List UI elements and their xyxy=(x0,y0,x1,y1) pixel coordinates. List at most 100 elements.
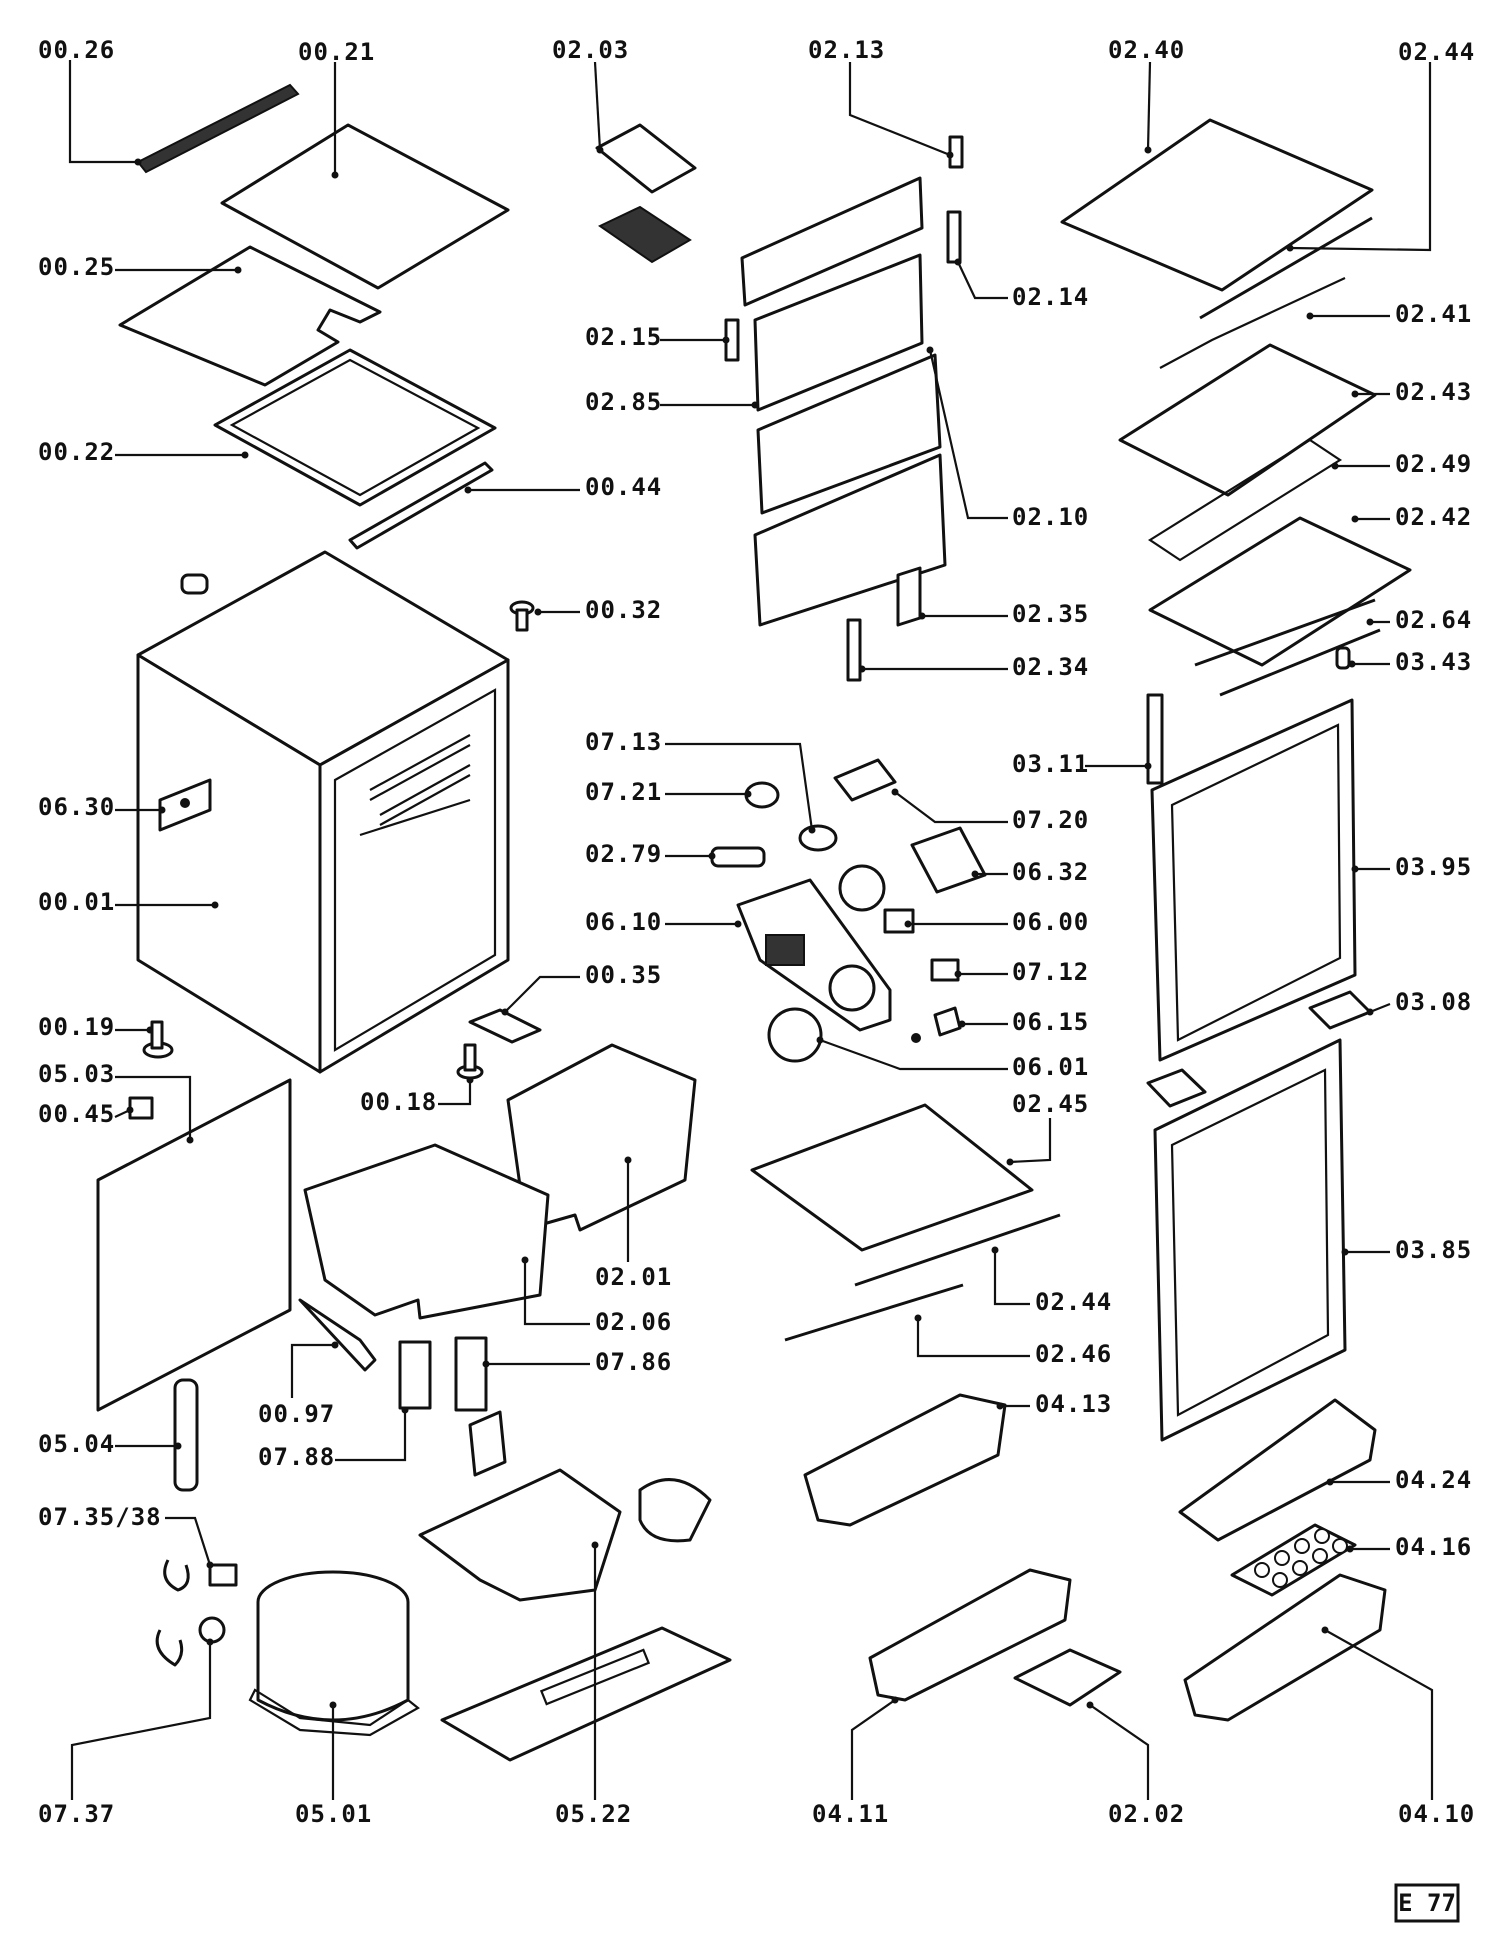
part-label-07-88: 07.88 xyxy=(258,1443,335,1471)
clip xyxy=(933,1006,962,1037)
leader-02-02 xyxy=(1089,1704,1150,1800)
lower-hinge-plate xyxy=(1146,1068,1207,1108)
leader-dot xyxy=(904,920,912,928)
leader-dot xyxy=(1144,762,1152,770)
part-label-05-03: 05.03 xyxy=(38,1060,115,1088)
leveling-foot-b xyxy=(142,1020,174,1059)
clip-a xyxy=(163,1559,190,1592)
lamp-cover xyxy=(710,846,766,868)
leveling-foot-a xyxy=(456,1043,484,1080)
leader-dot xyxy=(482,1360,490,1368)
part-label-00-19: 00.19 xyxy=(38,1013,115,1041)
glass-shelf-mid xyxy=(1118,343,1377,497)
part-label-07-13: 07.13 xyxy=(585,728,662,756)
leader-dot xyxy=(234,266,242,274)
part-label-00-18: 00.18 xyxy=(360,1088,437,1116)
leader-dot xyxy=(914,1314,922,1322)
mounting-plate xyxy=(910,826,987,894)
part-label-04-24: 04.24 xyxy=(1395,1466,1472,1494)
thermostat-bracket xyxy=(833,758,897,802)
diagram-code-badge: E 77 xyxy=(1394,1883,1460,1923)
shelf-trim-2 xyxy=(1194,598,1376,667)
leader-dot xyxy=(1351,515,1359,523)
door-shelf-top xyxy=(1178,1398,1377,1542)
egg-tray-cups xyxy=(1254,1528,1348,1588)
leader-dot xyxy=(954,258,962,266)
leader-dot xyxy=(946,151,954,159)
leader-07-35-38 xyxy=(165,1516,212,1566)
control-knob-a xyxy=(828,964,876,1012)
part-label-02-03: 02.03 xyxy=(552,36,629,64)
leader-dot xyxy=(331,1341,339,1349)
base-plate xyxy=(440,1626,732,1762)
leader-07-13 xyxy=(665,742,814,831)
leader-dot xyxy=(858,665,866,673)
leader-02-46 xyxy=(916,1318,1030,1358)
leader-dot xyxy=(206,1638,214,1646)
relay-box-b xyxy=(454,1336,488,1412)
leader-02-06 xyxy=(523,1260,590,1326)
part-label-03-11: 03.11 xyxy=(1012,750,1089,778)
part-label-00-35: 00.35 xyxy=(585,961,662,989)
grommet xyxy=(198,1616,226,1644)
part-label-06-30: 06.30 xyxy=(38,793,115,821)
leader-dot xyxy=(744,790,752,798)
glass-shelf-bottom xyxy=(750,1103,1034,1252)
door-bin-lower xyxy=(1183,1573,1387,1722)
part-label-02-46: 02.46 xyxy=(1035,1340,1112,1368)
filter-drier xyxy=(173,1378,199,1492)
leader-dot xyxy=(591,1541,599,1549)
lamp-holder xyxy=(798,824,838,852)
part-label-06-01: 06.01 xyxy=(1012,1053,1089,1081)
part-label-02-45: 02.45 xyxy=(1012,1090,1089,1118)
leader-02-40 xyxy=(1146,61,1152,151)
part-label-03-43: 03.43 xyxy=(1395,648,1472,676)
part-label-02-64: 02.64 xyxy=(1395,606,1472,634)
screw xyxy=(509,600,535,632)
part-label-00-97: 00.97 xyxy=(258,1400,335,1428)
door-hinge-bar xyxy=(1146,693,1164,785)
part-label-02-43: 02.43 xyxy=(1395,378,1472,406)
shelf-trim-1 xyxy=(1199,216,1373,320)
strip xyxy=(348,461,494,550)
diagram-code: E 77 xyxy=(1398,1889,1456,1917)
shelf-glass-plate xyxy=(1147,438,1343,562)
part-label-00-21: 00.21 xyxy=(298,38,375,66)
part-label-02-34: 02.34 xyxy=(1012,653,1089,681)
leader-dot xyxy=(521,1256,529,1264)
condenser xyxy=(96,1078,292,1412)
leader-dot xyxy=(722,336,730,344)
leader-dot xyxy=(186,1136,194,1144)
part-label-05-04: 05.04 xyxy=(38,1430,115,1458)
leader-00-97 xyxy=(290,1343,335,1398)
vent-grille xyxy=(136,83,300,174)
cabinet xyxy=(136,550,510,1074)
part-label-00-44: 00.44 xyxy=(585,473,662,501)
leader-dot xyxy=(991,1246,999,1254)
starter-relay xyxy=(208,1563,238,1587)
leader-dot xyxy=(1306,312,1314,320)
leader-dot xyxy=(751,401,759,409)
shelf-wire-1 xyxy=(1159,277,1346,369)
leader-02-10 xyxy=(928,349,1008,520)
crisper-drawer-large xyxy=(303,1143,550,1320)
leader-dot xyxy=(1351,865,1359,873)
leader-04-11 xyxy=(850,1699,896,1800)
leader-dot xyxy=(211,901,219,909)
leader-02-44b xyxy=(993,1250,1030,1306)
leader-dot xyxy=(1366,618,1374,626)
leader-dot xyxy=(1346,1545,1354,1553)
part-label-02-35: 02.35 xyxy=(1012,600,1089,628)
leader-02-14 xyxy=(957,261,1008,300)
leader-dot xyxy=(808,826,816,834)
part-label-00-22: 00.22 xyxy=(38,438,115,466)
part-label-02-02: 02.02 xyxy=(1108,1800,1185,1828)
base-plate-slot xyxy=(539,1648,651,1706)
leader-dot xyxy=(331,171,339,179)
part-label-07-21: 07.21 xyxy=(585,778,662,806)
leader-00-18 xyxy=(438,1080,472,1106)
part-label-07-12: 07.12 xyxy=(1012,958,1089,986)
part-label-02-49: 02.49 xyxy=(1395,450,1472,478)
part-label-04-16: 04.16 xyxy=(1395,1533,1472,1561)
leader-dot xyxy=(146,1026,154,1034)
